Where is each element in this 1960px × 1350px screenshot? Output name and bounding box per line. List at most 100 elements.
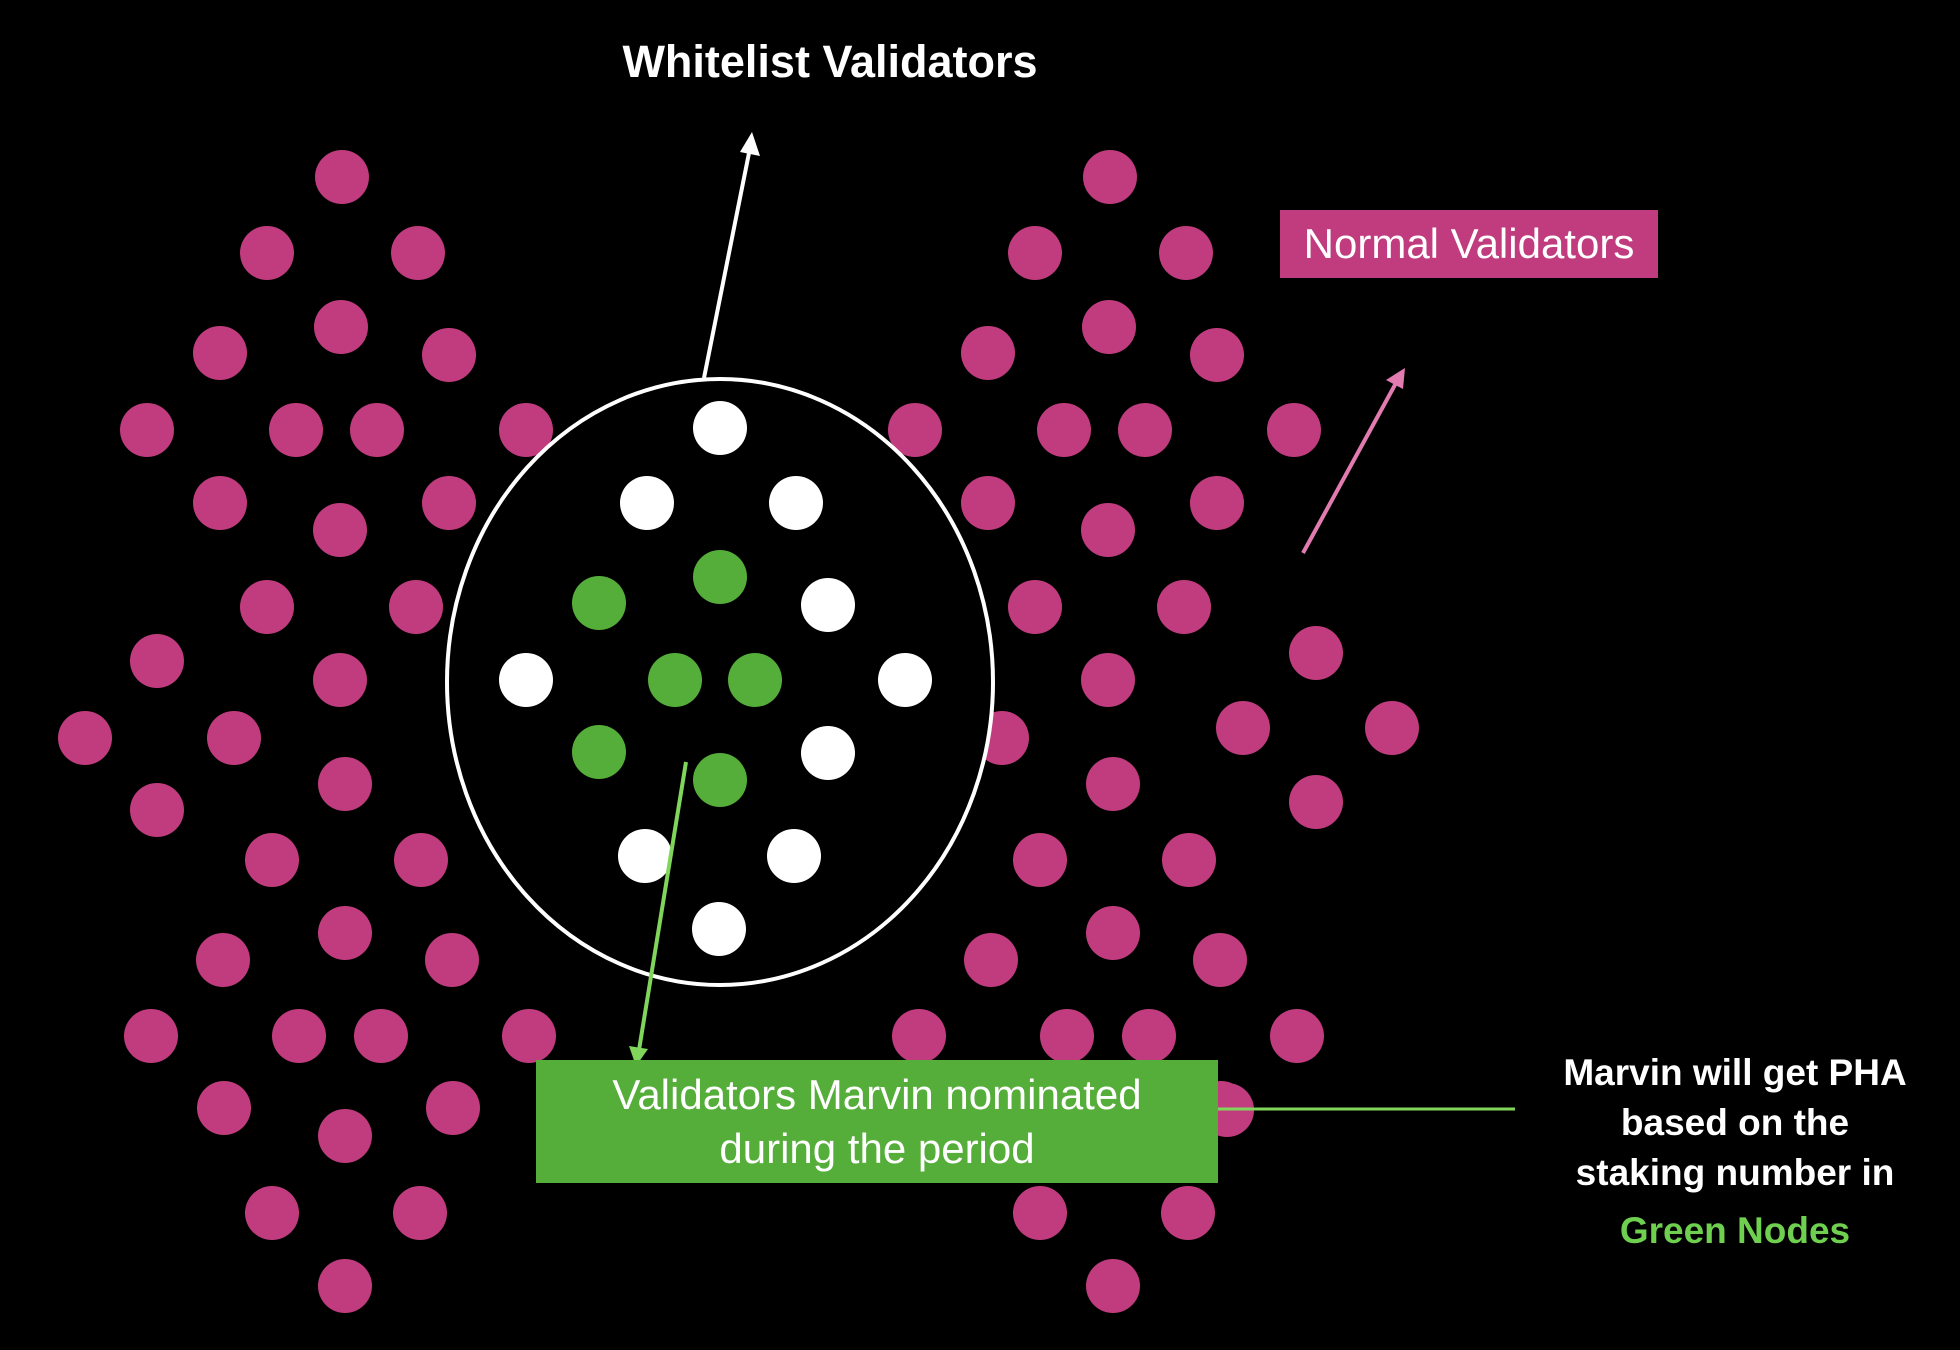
normal-validator-node	[1267, 403, 1321, 457]
normal-validator-node	[1289, 775, 1343, 829]
normal-validator-node	[422, 476, 476, 530]
normal-validator-node	[1086, 757, 1140, 811]
normal-validator-node	[961, 326, 1015, 380]
normal-validator-node	[888, 403, 942, 457]
normal-validator-node	[313, 503, 367, 557]
normal-validator-node	[1161, 1186, 1215, 1240]
normal-validator-node	[1013, 833, 1067, 887]
normal-validator-nodes	[58, 150, 1419, 1313]
normal-validator-node	[892, 1009, 946, 1063]
normal-validator-node	[1270, 1009, 1324, 1063]
normal-validator-node	[391, 226, 445, 280]
normal-validator-node	[245, 1186, 299, 1240]
normal-validator-node	[354, 1009, 408, 1063]
normal-validator-node	[1118, 403, 1172, 457]
normal-validator-node	[1081, 653, 1135, 707]
normal-validator-node	[58, 711, 112, 765]
normal-validator-node	[315, 150, 369, 204]
normal-validator-node	[124, 1009, 178, 1063]
nominated-validator-node	[648, 653, 702, 707]
normal-validator-node	[1008, 580, 1062, 634]
normal-validator-node	[318, 1259, 372, 1313]
whitelist-arrow	[702, 132, 760, 379]
normal-validator-node	[196, 933, 250, 987]
nominated-line-1: Validators Marvin nominated	[612, 1070, 1142, 1118]
normal-validator-node	[1081, 503, 1135, 557]
normal-validator-node	[193, 476, 247, 530]
normal-validator-node	[961, 476, 1015, 530]
normal-validator-node	[1162, 833, 1216, 887]
whitelist-validator-node	[878, 653, 932, 707]
normal-validator-node	[425, 933, 479, 987]
normal-validator-node	[207, 711, 261, 765]
normal-validator-node	[1157, 580, 1211, 634]
normal-validator-node	[1086, 906, 1140, 960]
whitelist-validator-node	[801, 578, 855, 632]
normal-validator-node	[350, 403, 404, 457]
reward-note: Marvin will get PHA based on the staking…	[1510, 1048, 1960, 1256]
normal-validator-node	[130, 783, 184, 837]
normal-validator-node	[1289, 626, 1343, 680]
whitelist-ellipse	[445, 377, 995, 987]
whitelist-validator-node	[769, 476, 823, 530]
normal-validator-node	[1122, 1009, 1176, 1063]
normal-validator-node	[502, 1009, 556, 1063]
normal-arrow	[1301, 368, 1405, 554]
whitelist-validator-node	[767, 829, 821, 883]
normal-validator-node	[197, 1081, 251, 1135]
whitelist-validators-title: Whitelist Validators	[622, 36, 1038, 87]
normal-validator-node	[964, 933, 1018, 987]
normal-validator-node	[240, 226, 294, 280]
normal-validator-node	[245, 833, 299, 887]
normal-validator-node	[1040, 1009, 1094, 1063]
normal-validator-node	[1216, 701, 1270, 755]
normal-validator-node	[1190, 328, 1244, 382]
normal-validator-node	[1086, 1259, 1140, 1313]
whitelist-validator-node	[499, 653, 553, 707]
whitelist-validator-node	[801, 726, 855, 780]
whitelist-validator-node	[620, 476, 674, 530]
normal-validator-node	[272, 1009, 326, 1063]
whitelist-validator-nodes	[499, 401, 932, 956]
note-line-1: Marvin will get PHA	[1563, 1052, 1907, 1093]
normal-validator-node	[318, 757, 372, 811]
whitelist-validator-node	[618, 829, 672, 883]
green-nodes-highlight: Green Nodes	[1619, 1210, 1851, 1251]
normal-validator-node	[1159, 226, 1213, 280]
nominated-validator-node	[572, 576, 626, 630]
normal-validator-node	[130, 634, 184, 688]
normal-validator-node	[1193, 933, 1247, 987]
normal-validator-node	[389, 580, 443, 634]
normal-validator-node	[1083, 150, 1137, 204]
normal-validator-node	[1190, 476, 1244, 530]
nominated-validator-node	[693, 753, 747, 807]
whitelist-validator-node	[693, 401, 747, 455]
normal-validator-node	[314, 300, 368, 354]
nominated-validators-box: Validators Marvin nominated during the p…	[536, 1060, 1218, 1183]
normal-validator-node	[422, 328, 476, 382]
note-line-2: based on the	[1620, 1102, 1850, 1143]
normal-validators-badge: Normal Validators	[1280, 210, 1658, 278]
normal-validator-node	[1365, 701, 1419, 755]
nominated-validator-node	[572, 725, 626, 779]
normal-validator-node	[240, 580, 294, 634]
normal-validator-node	[318, 906, 372, 960]
normal-validator-node	[269, 403, 323, 457]
nominated-validator-node	[728, 653, 782, 707]
normal-validator-node	[313, 653, 367, 707]
nominated-validator-node	[693, 550, 747, 604]
normal-validator-node	[1008, 226, 1062, 280]
whitelist-validator-node	[692, 902, 746, 956]
note-line-3: staking number in	[1575, 1152, 1895, 1193]
normal-validator-node	[393, 1186, 447, 1240]
normal-validator-node	[1082, 300, 1136, 354]
normal-validator-node	[193, 326, 247, 380]
normal-validator-node	[394, 833, 448, 887]
normal-validator-node	[499, 403, 553, 457]
normal-validator-node	[1037, 403, 1091, 457]
nominated-arrow	[629, 761, 688, 1066]
normal-validator-node	[1013, 1186, 1067, 1240]
normal-validator-node	[318, 1109, 372, 1163]
normal-validator-node	[120, 403, 174, 457]
